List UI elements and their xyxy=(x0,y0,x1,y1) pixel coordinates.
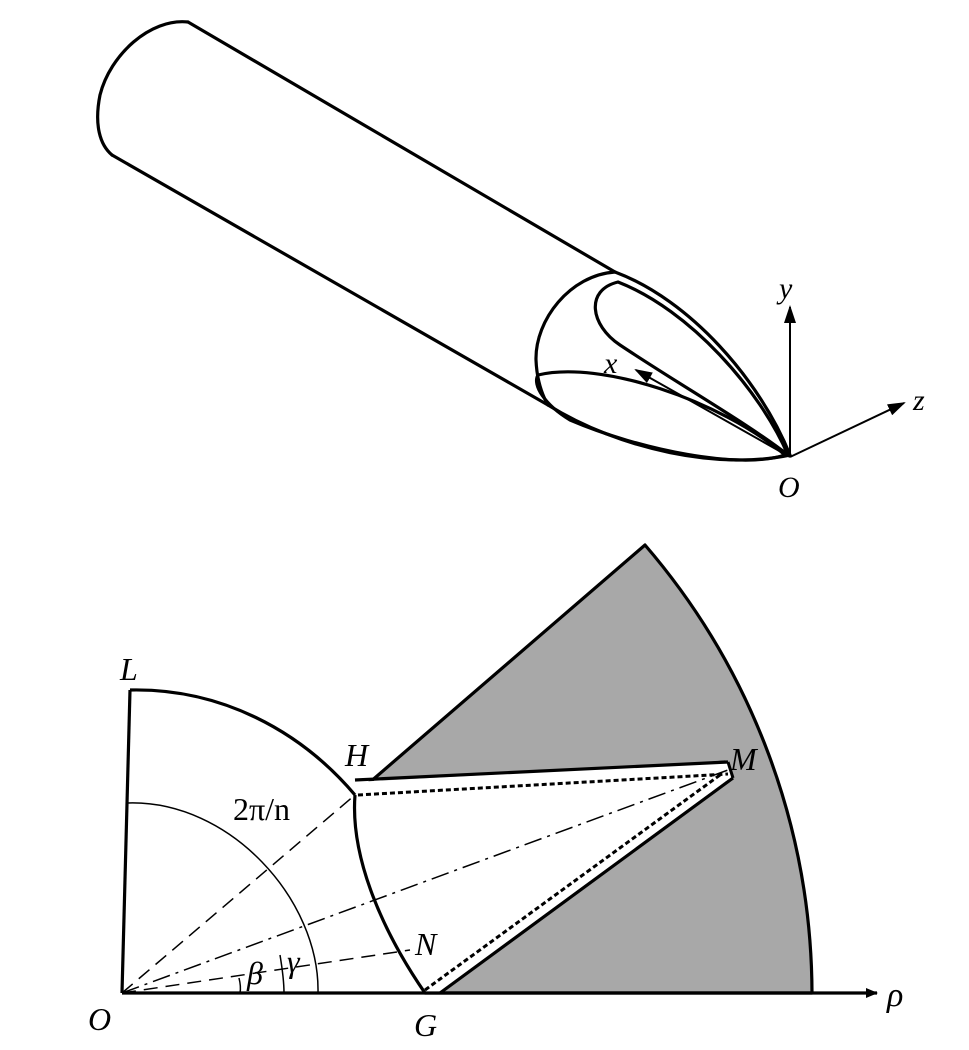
label-point-N: N xyxy=(414,926,438,962)
inner-upper-lobe xyxy=(593,280,790,457)
line-O-L xyxy=(120,689,132,994)
label-rho-axis: ρ xyxy=(886,977,903,1014)
dashdot-O-M xyxy=(121,769,729,994)
edge-M-cap xyxy=(726,761,735,779)
label-point-H: H xyxy=(344,737,370,773)
label-point-L: L xyxy=(119,651,138,687)
label-y-axis: y xyxy=(776,272,793,305)
arc-L-H xyxy=(129,688,357,797)
construction-lines xyxy=(121,769,729,994)
body-lower-edge xyxy=(110,153,550,407)
star-slot xyxy=(355,762,733,993)
label-z-axis: z xyxy=(912,384,925,417)
arc-gamma xyxy=(279,954,285,994)
z-axis-arrow xyxy=(789,402,906,458)
opening-rim xyxy=(534,270,617,407)
grain-body-3d xyxy=(96,20,792,462)
edge-MG xyxy=(439,776,734,995)
curve-H-to-G xyxy=(352,794,427,994)
body-end-cap xyxy=(96,20,190,157)
label-point-G: G xyxy=(414,1007,437,1043)
label-angle-gamma: γ xyxy=(287,943,301,979)
x-axis-arrow xyxy=(634,369,791,458)
outer-boundary xyxy=(120,688,357,994)
edge-MG-dashed xyxy=(424,773,721,992)
edge-HM xyxy=(354,760,729,782)
dashed-O-H xyxy=(121,794,356,994)
arc-sector-angle xyxy=(127,802,319,994)
label-point-M: M xyxy=(729,741,759,777)
hatched-edges xyxy=(354,760,735,995)
body-upper-edge xyxy=(186,20,617,274)
label-x-axis: x xyxy=(603,347,618,380)
edge-HM-dashed xyxy=(357,772,729,797)
arc-beta xyxy=(238,977,242,994)
label-sector-angle: 2π/n xyxy=(233,791,290,827)
top-axes xyxy=(634,305,906,458)
label-angle-beta: β xyxy=(246,955,263,991)
dashed-O-N xyxy=(121,949,411,994)
label-origin-top: O xyxy=(778,471,800,504)
label-point-O: O xyxy=(88,1001,111,1037)
